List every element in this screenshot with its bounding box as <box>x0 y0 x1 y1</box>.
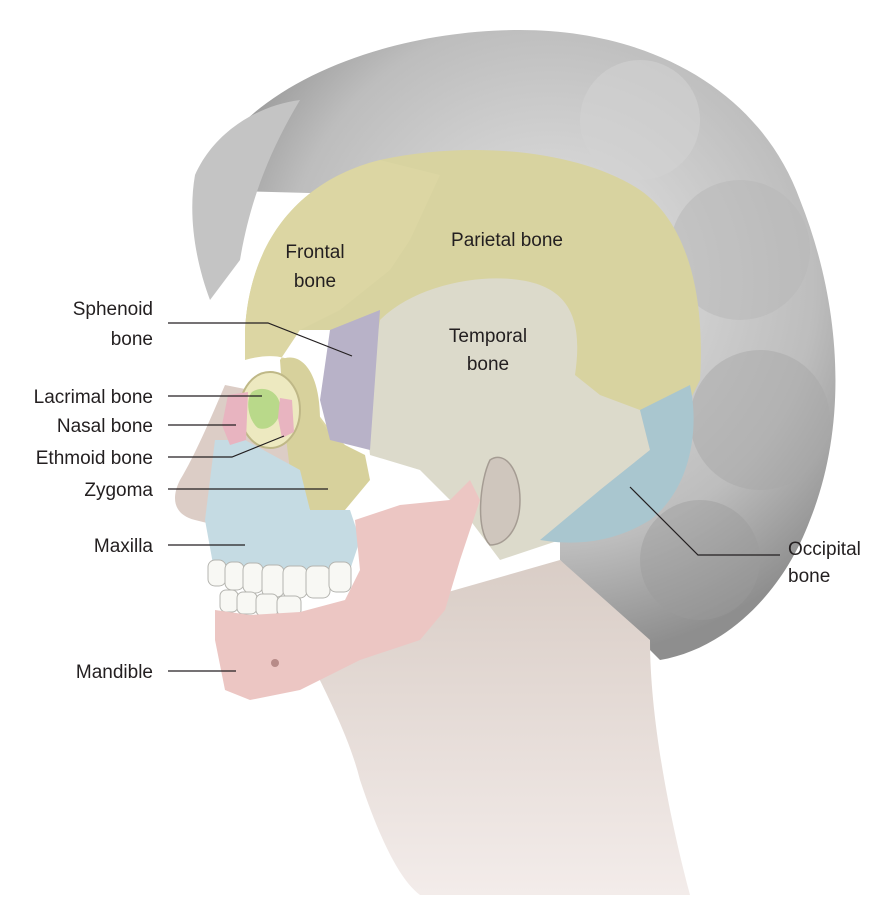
label-parietal: Parietal bone <box>451 230 563 251</box>
temporal-region <box>365 278 650 560</box>
label-sphenoid-line1: Sphenoid <box>73 299 153 320</box>
label-maxilla: Maxilla <box>94 536 154 557</box>
label-mandible: Mandible <box>76 662 153 683</box>
sphenoid-region <box>320 310 380 450</box>
zygoma-region <box>280 357 370 510</box>
lacrimal-region <box>248 388 281 429</box>
nasal-region <box>222 392 248 445</box>
teeth <box>207 559 352 617</box>
label-zygoma: Zygoma <box>84 480 153 501</box>
label-nasal: Nasal bone <box>57 416 153 437</box>
label-frontal-line2: bone <box>294 271 336 292</box>
label-occipital-line2: bone <box>788 566 830 587</box>
skull <box>205 150 701 700</box>
maxilla-region <box>205 440 360 575</box>
frontal-region <box>245 160 440 505</box>
leader-ethmoid <box>168 435 285 458</box>
ethmoid-region <box>278 398 294 438</box>
label-lacrimal: Lacrimal bone <box>34 387 153 408</box>
label-occipital-line1: Occipital <box>788 539 861 560</box>
leader-lines <box>168 322 780 672</box>
mandible-region <box>215 480 480 700</box>
label-temporal-line1: Temporal <box>449 326 527 347</box>
label-frontal-line1: Frontal <box>285 242 344 263</box>
label-temporal-line2: bone <box>467 354 509 375</box>
labels: Frontal bone Parietal bone Temporal bone… <box>34 230 861 683</box>
ear <box>479 456 521 546</box>
label-ethmoid: Ethmoid bone <box>36 448 153 469</box>
leader-sphenoid <box>168 322 353 357</box>
occipital-region <box>540 385 694 543</box>
leader-occipital <box>629 486 780 556</box>
label-sphenoid-line2: bone <box>111 329 153 350</box>
